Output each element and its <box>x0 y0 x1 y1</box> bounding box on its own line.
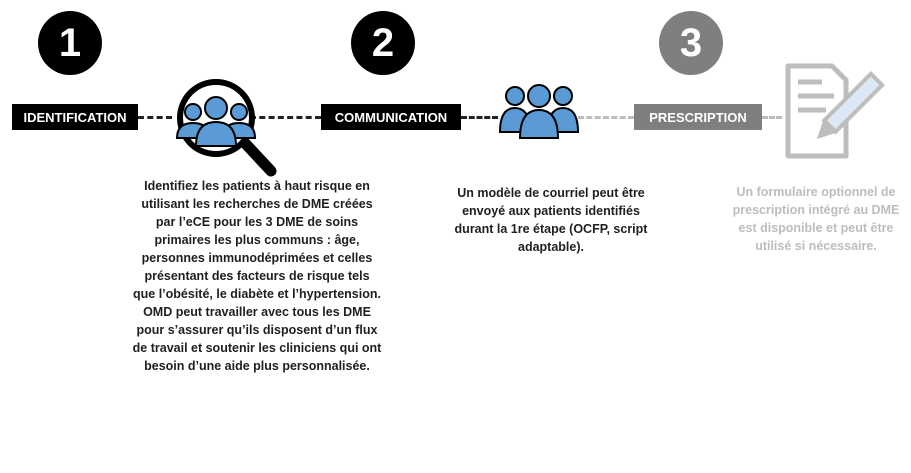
connector-2-icon <box>250 116 321 119</box>
step-1-label: IDENTIFICATION <box>12 104 138 130</box>
document-pencil-icon <box>785 63 886 159</box>
step-3-description-para-1: Un formulaire optionnel de prescription … <box>732 185 900 253</box>
connector-3-icon <box>461 116 498 119</box>
step-1-description-para-1: Identifiez les patients à haut risque en… <box>133 179 381 301</box>
step-1-number: 1 <box>38 11 102 75</box>
step-2-label: COMMUNICATION <box>321 104 461 130</box>
connector-5-icon <box>762 116 782 119</box>
step-3-label: PRESCRIPTION <box>634 104 762 130</box>
step-3-number: 3 <box>659 11 723 75</box>
step-3-description: Un formulaire optionnel de prescription … <box>726 183 906 255</box>
step-1-description-para-2: OMD peut travailler avec tous les DME po… <box>132 305 382 373</box>
connector-1-icon <box>138 116 172 119</box>
step-2-description-para-1: Un modèle de courriel peut être envoyé a… <box>454 186 648 254</box>
step-1-description: Identifiez les patients à haut risque en… <box>132 177 382 375</box>
search-people-icon <box>175 79 277 177</box>
connector-4-icon <box>578 116 634 119</box>
step-2-number: 2 <box>351 11 415 75</box>
group-people-icon <box>498 84 580 139</box>
step-2-description: Un modèle de courriel peut être envoyé a… <box>451 184 651 256</box>
